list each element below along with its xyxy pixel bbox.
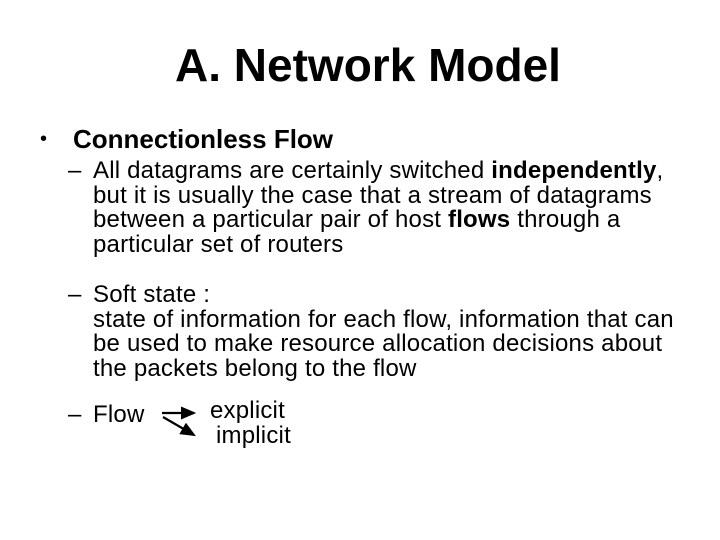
text-run: the packets belong to the flow xyxy=(93,354,417,382)
arrow-to-implicit-icon xyxy=(162,416,196,437)
flow-branch-arrows xyxy=(162,406,197,437)
flow-option-explicit: explicit xyxy=(210,397,285,424)
text-line: Soft state : xyxy=(93,281,674,308)
text-line: state of information for each flow, info… xyxy=(93,305,674,333)
text-line: particular set of routers xyxy=(93,230,663,258)
text-line: Flow xyxy=(93,401,145,428)
flow-options: explicit implicit xyxy=(210,397,291,449)
dash-bullet-icon: – xyxy=(68,281,82,308)
text-run: between a particular pair of host xyxy=(93,206,448,233)
text-line: but it is usually the case that a stream… xyxy=(93,181,663,209)
text-run: All datagrams are certainly switched xyxy=(93,157,492,184)
text-line: between a particular pair of host flows … xyxy=(93,206,663,233)
dash-bullet-icon: – xyxy=(68,401,82,428)
text-line: All datagrams are certainly switched ind… xyxy=(93,157,664,184)
sub-bullet-flow: – Flow xyxy=(68,401,145,428)
text-run: particular set of routers xyxy=(93,230,344,258)
dash-bullet-icon: – xyxy=(68,157,82,184)
bold-text-run: independently xyxy=(491,157,657,184)
sub-bullet-datagrams: – All datagrams are certainly switched i… xyxy=(68,157,664,258)
text-line: the packets belong to the flow xyxy=(93,354,674,382)
bold-text-run: flows xyxy=(448,206,511,233)
slide-title: A. Network Model xyxy=(175,39,561,91)
text-line: be used to make resource allocation deci… xyxy=(93,330,674,357)
sub-bullet-text: Soft state : state of information for ea… xyxy=(93,281,674,382)
text-run: through a xyxy=(510,206,621,233)
flow-option-implicit: implicit xyxy=(216,421,291,449)
sub-bullet-soft-state: – Soft state : state of information for … xyxy=(68,281,674,382)
text-run: , xyxy=(656,157,664,184)
bullet-label: Connectionless Flow xyxy=(73,124,334,154)
text-run: state of information for each flow, info… xyxy=(93,305,674,333)
bullet-connectionless-flow: • Connectionless Flow xyxy=(40,123,333,155)
sub-bullet-text: Flow xyxy=(93,401,145,428)
text-run: but it is usually the case that a stream… xyxy=(93,181,652,209)
sub-bullet-text: All datagrams are certainly switched ind… xyxy=(93,157,664,258)
text-run: Flow xyxy=(93,401,145,428)
text-run: be used to make resource allocation deci… xyxy=(93,330,663,357)
bullet-dot-icon: • xyxy=(40,128,48,150)
text-run: Soft state : xyxy=(93,281,211,308)
